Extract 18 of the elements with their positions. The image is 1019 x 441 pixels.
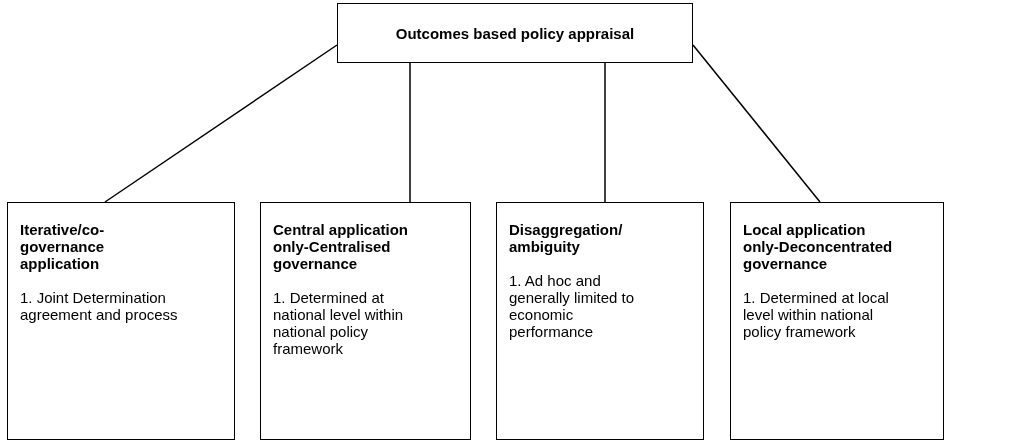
body-text: 1. Joint Determination agreement and process	[20, 289, 179, 323]
connector-line	[104, 44, 338, 203]
connector-line	[604, 62, 606, 203]
heading-text: Disaggregation/ ambiguity	[509, 221, 624, 255]
category-box	[7, 202, 235, 440]
body-text: 1. Determined at national level within national policy framework	[273, 289, 405, 357]
heading-text: Iterative/co-governance application	[20, 221, 106, 272]
body-text: 1. Ad hoc and generally limited to economic performance	[509, 272, 636, 340]
category-box	[260, 202, 471, 440]
connector-line	[409, 62, 411, 203]
connector-line	[692, 44, 821, 203]
category-box	[496, 202, 704, 440]
category-box	[730, 202, 944, 440]
root-box	[337, 3, 693, 63]
body-text: 1. Determined at local level within national policy framework	[743, 289, 890, 340]
heading-text: Local application only-Deconcentrated governance	[743, 221, 893, 272]
heading-text: Outcomes based policy appraisal	[395, 24, 635, 42]
heading-text: Central application only-Centralised governance	[273, 221, 410, 272]
